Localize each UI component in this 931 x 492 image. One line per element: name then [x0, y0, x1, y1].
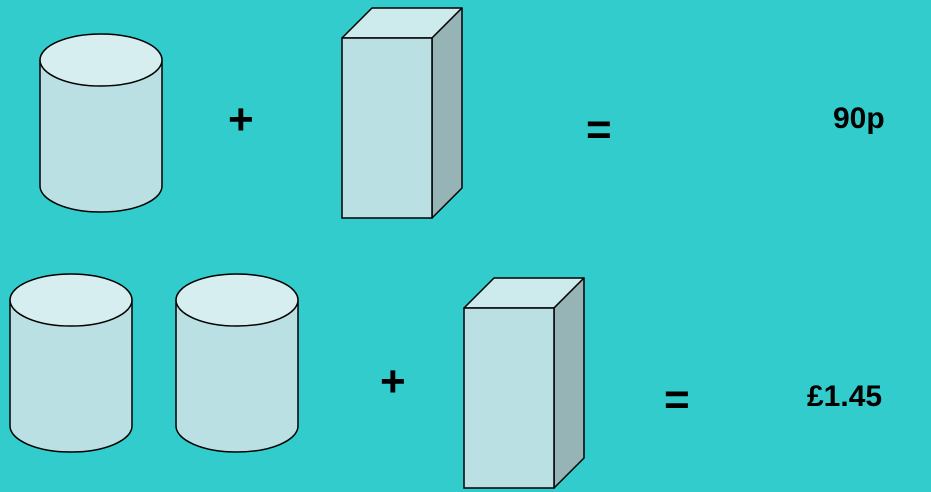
cylinder-shape	[39, 33, 163, 213]
box-shape	[341, 7, 463, 219]
price-label: £1.45	[807, 380, 883, 413]
box-shape	[463, 277, 585, 489]
price-label: 90p	[833, 102, 885, 135]
equals-sign: =	[586, 105, 612, 154]
cylinder-shape	[9, 273, 133, 453]
plus-sign: +	[228, 95, 254, 144]
equals-sign: =	[664, 375, 690, 424]
plus-sign: +	[380, 357, 406, 406]
cylinder-shape	[175, 273, 299, 453]
